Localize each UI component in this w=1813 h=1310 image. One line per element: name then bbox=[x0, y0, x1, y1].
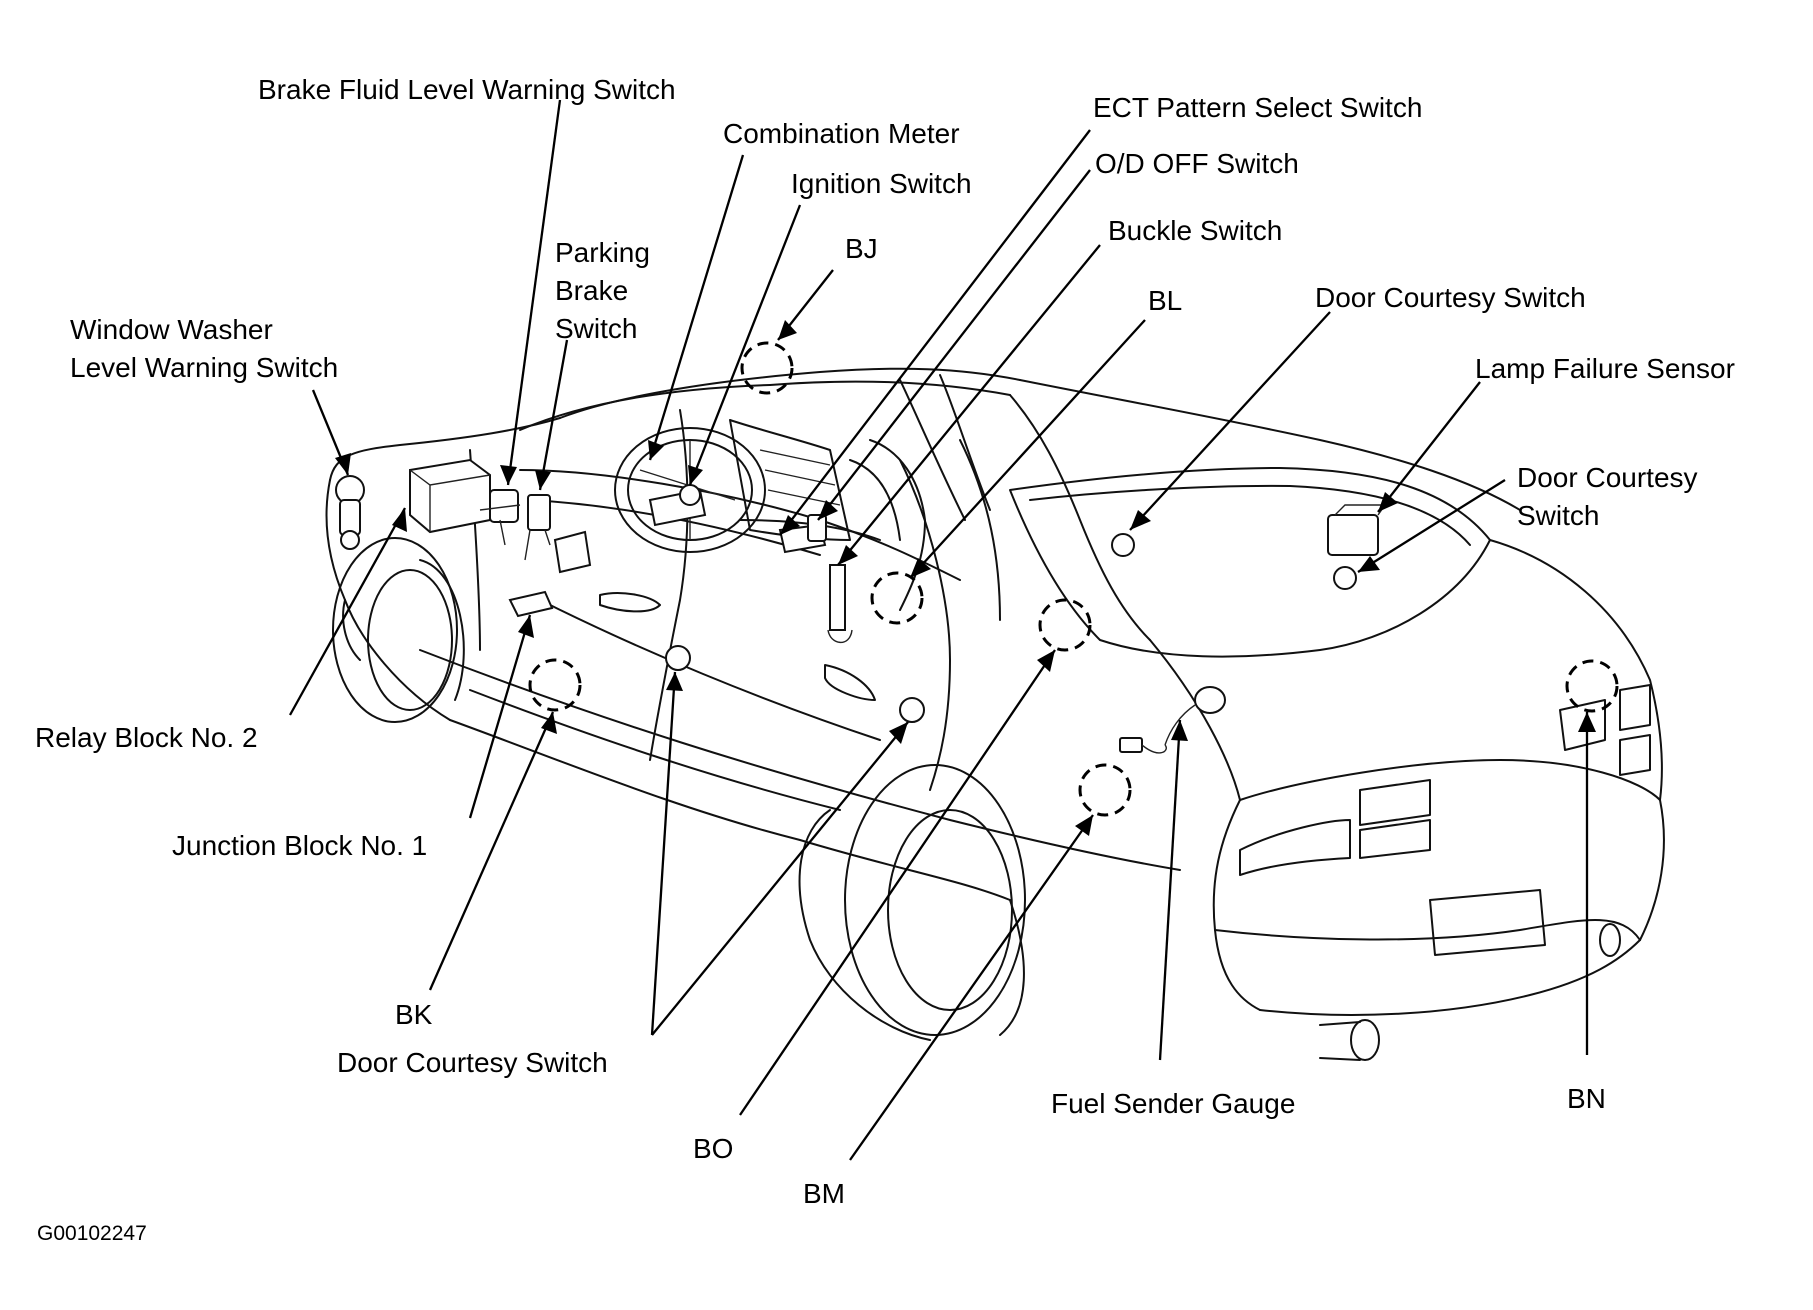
label-ignition-switch: Ignition Switch bbox=[791, 168, 972, 199]
relay-block-part bbox=[409, 458, 491, 534]
connector-bn bbox=[1565, 659, 1619, 713]
label-door-courtesy-right-2: Switch bbox=[1517, 500, 1599, 531]
arrowheads bbox=[335, 320, 1596, 836]
connector-bo bbox=[1038, 598, 1092, 652]
parking-brake-switch-part bbox=[524, 494, 551, 561]
connector-bk bbox=[528, 658, 582, 712]
label-parking-brake-2: Brake bbox=[555, 275, 628, 306]
label-parking-brake-1: Parking bbox=[555, 237, 650, 268]
component-parts bbox=[335, 458, 1387, 754]
label-bm: BM bbox=[803, 1178, 845, 1209]
washer-level-switch-part bbox=[335, 475, 365, 550]
connector-locations bbox=[528, 341, 1619, 817]
label-combination-meter: Combination Meter bbox=[723, 118, 960, 149]
brake-fluid-switch-part bbox=[479, 489, 521, 546]
ect-od-switch-part bbox=[778, 514, 827, 554]
label-door-courtesy-top: Door Courtesy Switch bbox=[1315, 282, 1586, 313]
connector-bm bbox=[1078, 763, 1132, 817]
label-door-courtesy-right-1: Door Courtesy bbox=[1517, 462, 1698, 493]
buckle-switch-part bbox=[827, 564, 853, 644]
label-junction-block: Junction Block No. 1 bbox=[172, 830, 427, 861]
labels: Brake Fluid Level Warning Switch Combina… bbox=[35, 74, 1735, 1245]
label-window-washer-1: Window Washer bbox=[70, 314, 273, 345]
label-lamp-failure-sensor: Lamp Failure Sensor bbox=[1475, 353, 1735, 384]
car-body-outline bbox=[325, 367, 1665, 1061]
label-window-washer-2: Level Warning Switch bbox=[70, 352, 338, 383]
label-bo: BO bbox=[693, 1133, 733, 1164]
label-od-off-switch: O/D OFF Switch bbox=[1095, 148, 1299, 179]
leader-lines bbox=[288, 99, 1589, 1161]
connector-bj bbox=[740, 341, 794, 395]
junction-block-part bbox=[508, 530, 592, 618]
label-buckle-switch: Buckle Switch bbox=[1108, 215, 1282, 246]
label-bj: BJ bbox=[845, 233, 878, 264]
label-door-courtesy-bottom: Door Courtesy Switch bbox=[337, 1047, 608, 1078]
label-parking-brake-3: Switch bbox=[555, 313, 637, 344]
label-brake-fluid: Brake Fluid Level Warning Switch bbox=[258, 74, 676, 105]
door-courtesy-switch-parts bbox=[665, 533, 1357, 723]
figure-code: G00102247 bbox=[37, 1222, 147, 1245]
fuel-sender-gauge-part bbox=[1119, 686, 1226, 754]
lamp-failure-sensor-part bbox=[1327, 504, 1387, 556]
label-ect-pattern-select: ECT Pattern Select Switch bbox=[1093, 92, 1422, 123]
label-bk: BK bbox=[395, 999, 433, 1030]
connector-bl bbox=[870, 571, 924, 625]
label-bl: BL bbox=[1148, 285, 1182, 316]
label-fuel-sender-gauge: Fuel Sender Gauge bbox=[1051, 1088, 1295, 1119]
label-bn: BN bbox=[1567, 1083, 1606, 1114]
label-relay-block: Relay Block No. 2 bbox=[35, 722, 258, 753]
ignition-switch-part bbox=[679, 484, 701, 506]
